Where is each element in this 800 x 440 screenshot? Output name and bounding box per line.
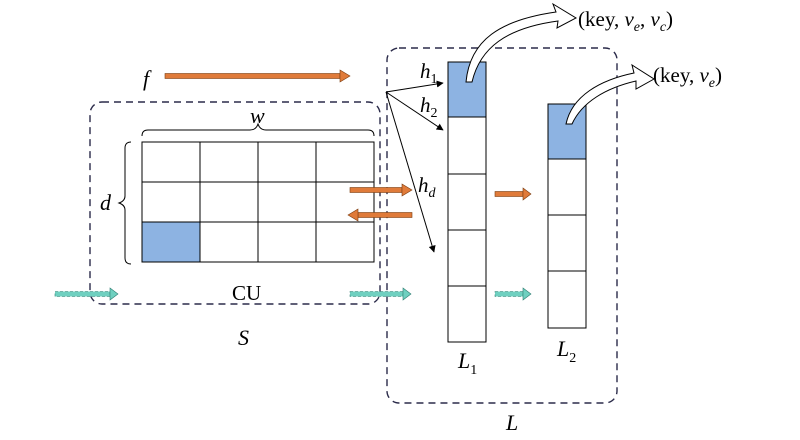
hash-arrows	[385, 80, 444, 253]
l1-highlight-cell	[448, 62, 486, 117]
l1-label: L1	[457, 348, 477, 378]
l1-to-l2-arrow	[494, 187, 532, 201]
s-label: S	[238, 325, 249, 350]
f-label: f	[143, 66, 152, 91]
cu-label: CU	[232, 281, 261, 305]
output-arrow-l2	[565, 63, 655, 125]
grid-highlight-cell	[142, 222, 200, 262]
l1-column	[447, 61, 487, 343]
l2-highlight-cell	[548, 104, 586, 159]
l2-label: L2	[556, 336, 576, 366]
d-brace	[117, 141, 132, 265]
output-label-l1: (key, ve, vc)	[578, 7, 673, 35]
teal-arrow-in	[54, 287, 119, 301]
l2-column	[547, 103, 587, 329]
hd-label: hd	[418, 173, 437, 201]
l-label: L	[505, 410, 518, 435]
sketch-grid	[141, 141, 375, 263]
d-label: d	[100, 190, 112, 215]
h1-label: h1	[420, 59, 438, 87]
f-input-arrow	[164, 69, 351, 83]
w-brace	[141, 122, 375, 137]
output-label-l2: (key, ve)	[653, 63, 722, 91]
teal-arrow-l2	[494, 287, 532, 301]
to-l1-arrow	[349, 183, 413, 197]
output-arrow-l1	[465, 2, 578, 83]
h2-label: h2	[420, 93, 438, 121]
from-l1-arrow	[347, 208, 413, 222]
w-label: w	[250, 103, 265, 128]
teal-arrow-mid	[349, 287, 412, 301]
region-l-border	[386, 47, 618, 404]
region-s-border	[89, 101, 381, 305]
